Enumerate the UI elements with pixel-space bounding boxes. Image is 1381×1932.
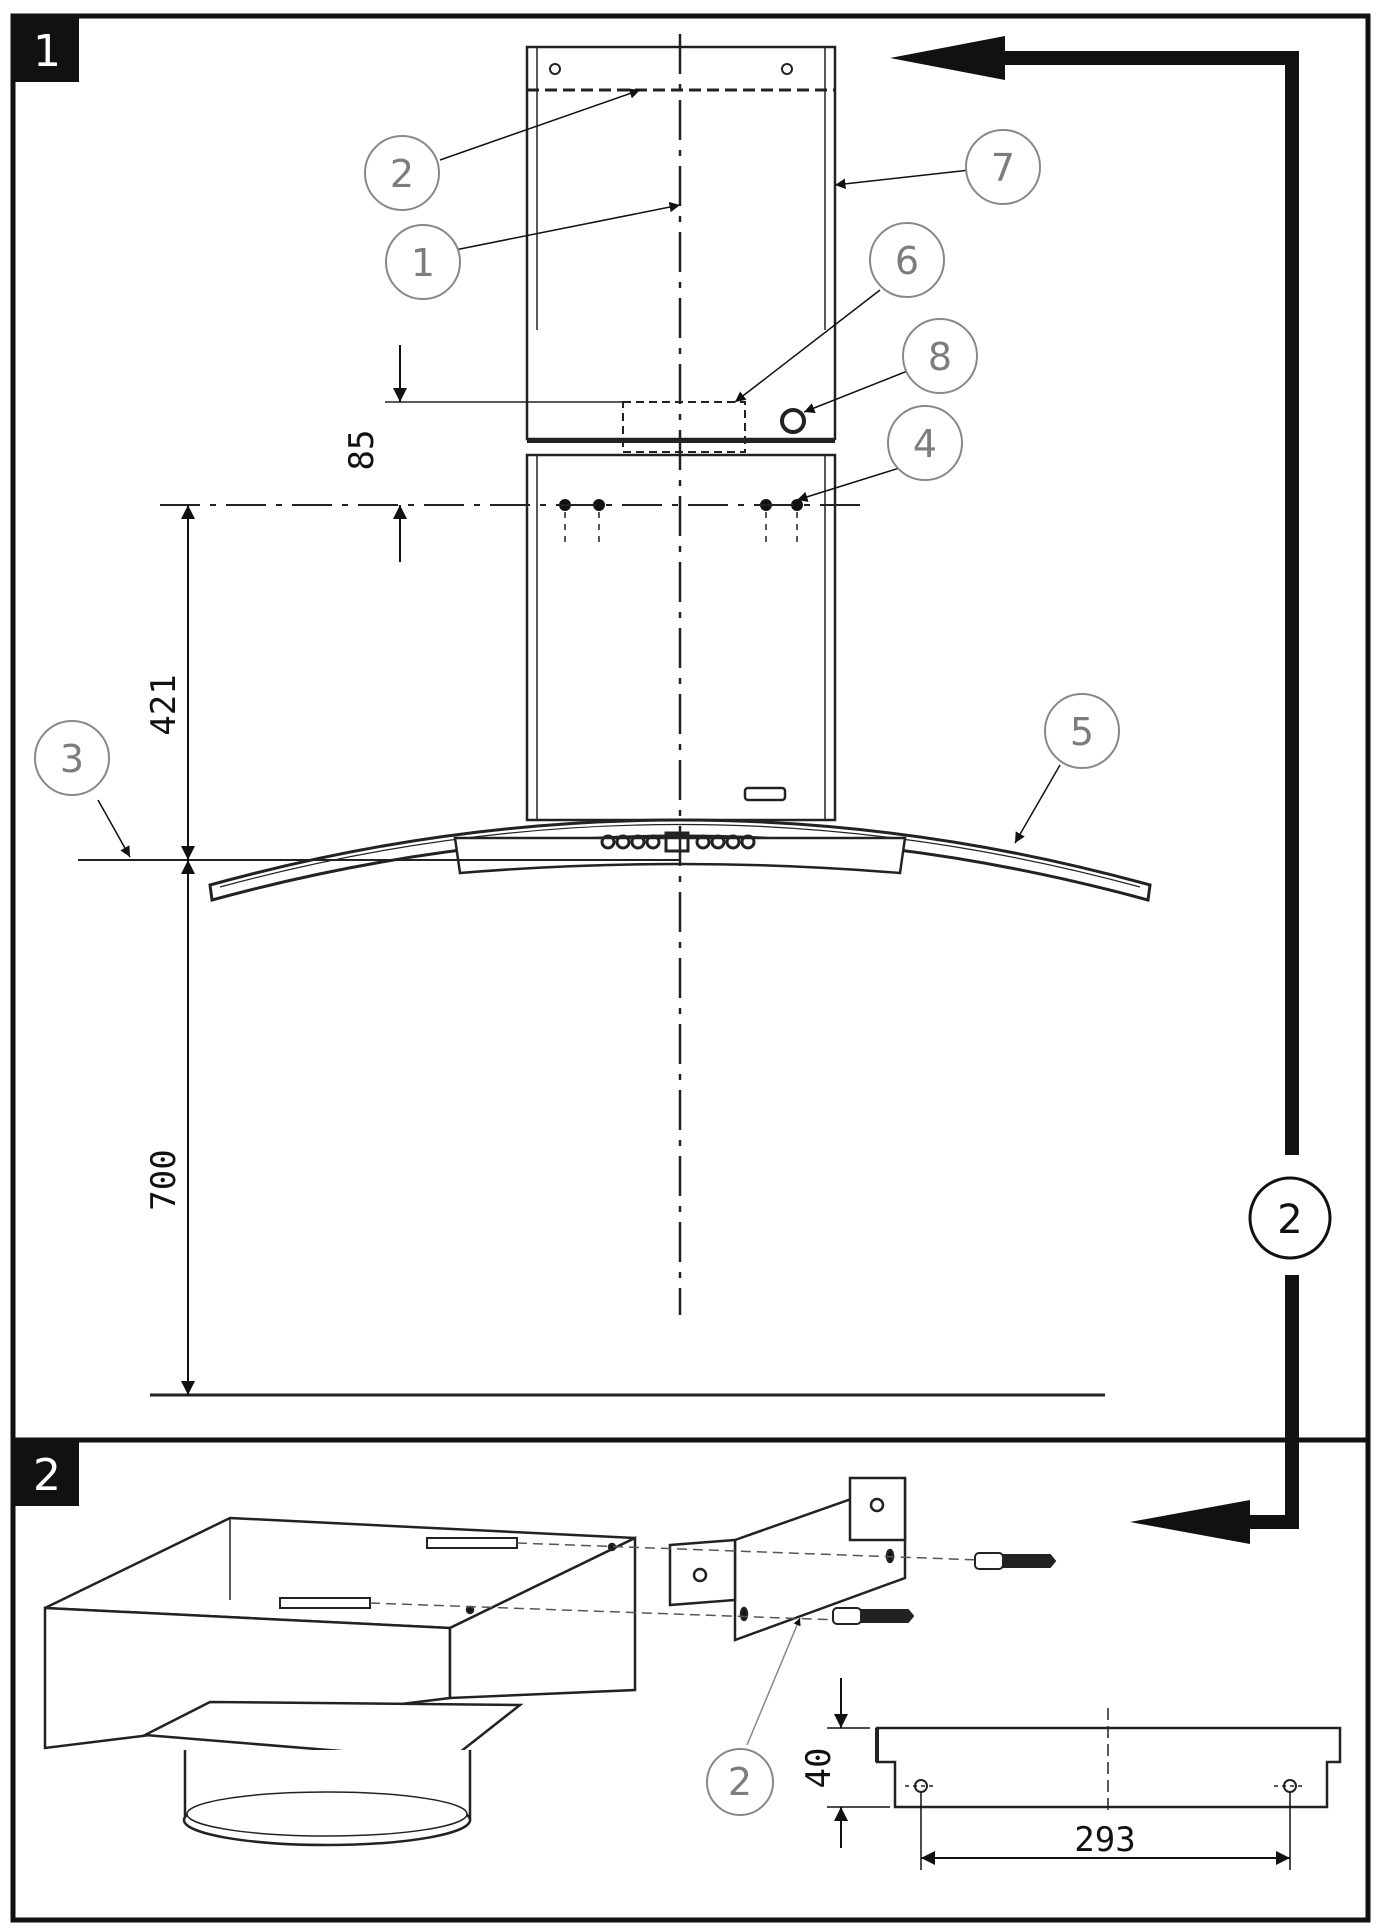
dimension-40-label: 40: [799, 1748, 839, 1789]
screw-hole: [781, 63, 793, 75]
callout-6: 6: [869, 222, 945, 298]
wall-plugs: [832, 1552, 1057, 1625]
chimney-box-isometric: [43, 1516, 637, 1847]
callout-8: 8: [902, 318, 978, 394]
dimension-421-label: 421: [144, 674, 184, 735]
dashed-fixing-lines: [369, 1542, 981, 1621]
callout-4: 4: [887, 405, 963, 481]
flow-arrow: [890, 36, 1299, 1544]
callout-1: 1: [385, 224, 461, 300]
dimension-85-label: 85: [342, 430, 382, 471]
panel-1-number: 1: [33, 26, 61, 77]
control-buttons: [600, 831, 756, 853]
callout-3-label: 3: [60, 737, 84, 781]
chimney-hood-drawing: [208, 34, 1152, 1315]
wall-bracket-isometric: [668, 1476, 907, 1642]
panel-frames: [10, 13, 1371, 1923]
callout-4-label: 4: [913, 422, 937, 466]
panel-1-badge: 1: [15, 18, 79, 82]
callout-5: 5: [1044, 693, 1120, 769]
cable-hole: [780, 408, 806, 434]
flow-callout-2: 2: [1248, 1176, 1332, 1260]
panel-2-number: 2: [33, 1450, 61, 1501]
callout-1-label: 1: [411, 241, 435, 285]
wall-plug: [832, 1607, 862, 1625]
callout-5-label: 5: [1070, 710, 1094, 754]
callout-2-label: 2: [390, 152, 414, 196]
bracket-front-view: [875, 1708, 1342, 1815]
dimension-293: 293: [920, 1792, 1291, 1870]
dimension-85: 85: [342, 345, 407, 562]
bolt: [279, 1597, 371, 1609]
flow-callout-2-label: 2: [1277, 1197, 1302, 1243]
bracket-callout-2-label: 2: [728, 1760, 752, 1804]
label-plate: [622, 401, 746, 453]
reference-lines: [78, 401, 1105, 1397]
callout-7-label: 7: [991, 146, 1015, 190]
dimension-700-label: 700: [144, 1149, 184, 1210]
callout-8-label: 8: [928, 335, 952, 379]
wall-plug: [974, 1552, 1004, 1570]
callout-6-label: 6: [895, 239, 919, 283]
screw-hole: [549, 63, 561, 75]
bracket-callout-leader: [746, 1617, 801, 1746]
callout-2: 2: [364, 135, 440, 211]
callout-7: 7: [965, 129, 1041, 205]
vent-slot: [743, 786, 787, 802]
panel-2-badge: 2: [15, 1442, 79, 1506]
bolt: [426, 1537, 518, 1549]
dimension-40: 40: [799, 1678, 890, 1848]
dimension-421: 421: [144, 505, 195, 860]
fixing-holes: [559, 499, 803, 511]
dimension-700: 700: [144, 860, 195, 1395]
callout-3: 3: [34, 720, 110, 796]
bracket-callout-2: 2: [706, 1748, 774, 1816]
dimension-293-label: 293: [1074, 1820, 1135, 1860]
